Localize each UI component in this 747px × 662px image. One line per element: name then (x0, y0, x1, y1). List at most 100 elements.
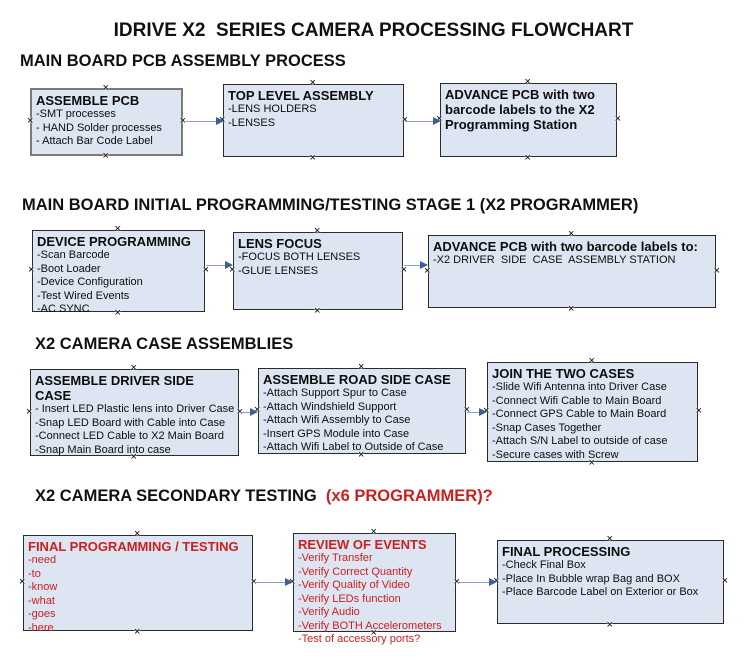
box-line: -SMT processes (36, 108, 116, 120)
box-line: -Attach Wifi Assembly to Case (263, 414, 411, 426)
box-lines: - Insert LED Plastic lens into Driver Ca… (35, 403, 235, 457)
box-lines: -Slide Wifi Antenna into Driver Case-Con… (492, 381, 692, 462)
box-lines: -Verify Transfer-Verify Correct Quantity… (298, 552, 450, 647)
section-heading-text: MAIN BOARD PCB ASSEMBLY PROCESS (20, 52, 346, 70)
connector-anchor-icon: × (400, 264, 407, 276)
flowchart-title: IDRIVE X2 SERIES CAMERA PROCESSING FLOWC… (113, 20, 634, 41)
flow-box-lens-focus: LENS FOCUS -FOCUS BOTH LENSES-GLUE LENSE… (229, 226, 407, 317)
flow-arrow (254, 578, 293, 586)
section-heading-case-assemblies: X2 CAMERA CASE ASSEMBLIES (35, 335, 293, 354)
flow-box-top-level-assembly: TOP LEVEL ASSEMBLY -LENS HOLDERS-LENSES … (219, 78, 408, 164)
connector-anchor-icon: × (28, 264, 35, 276)
flow-box-device-programming: DEVICE PROGRAMMING -Scan Barcode-Boot Lo… (28, 224, 209, 319)
flow-box-advance-pcb-programming-station: ADVANCE PCB with two barcode labels to t… (436, 77, 621, 164)
box-line: -what (28, 594, 55, 607)
connector-anchor-icon: × (130, 362, 137, 374)
connector-anchor-icon: × (102, 150, 109, 162)
connector-anchor-icon: × (401, 113, 408, 126)
connector-anchor-icon: × (614, 113, 621, 125)
box-title: FINAL PROCESSING (502, 544, 631, 559)
box-lines: -Scan Barcode-Boot Loader-Device Configu… (37, 249, 199, 317)
box-line: -LENSES (228, 116, 276, 129)
box-line: -X2 DRIVER SIDE CASE ASSEMBLY STATION (433, 254, 676, 266)
box-line: -Connect Wifi Cable to Main Board (492, 394, 662, 407)
box-line: -Attach S/N Label to outside of case (492, 435, 668, 447)
connector-anchor-icon: × (19, 576, 26, 588)
flow-box-assemble-driver-side-case: ASSEMBLE DRIVER SIDE CASE - Insert LED P… (26, 363, 243, 463)
box-line: -AC SYNC (37, 303, 90, 315)
box-lines: -Check Final Box-Place In Bubble wrap Ba… (502, 559, 718, 600)
box-line: -Test of accessory ports? (298, 633, 421, 645)
connector-anchor-icon: × (309, 152, 316, 164)
box-line: -Secure cases with Screw (492, 448, 619, 461)
connector-anchor-icon: × (314, 305, 321, 317)
section-heading-text: MAIN BOARD INITIAL PROGRAMMING/TESTING S… (22, 196, 639, 214)
flow-box-review-of-events: REVIEW OF EVENTS -Verify Transfer-Verify… (289, 527, 460, 646)
box-line: -Connect LED Cable to X2 Main Board (35, 430, 224, 442)
box-title: ASSEMBLE ROAD SIDE CASE (263, 372, 451, 387)
box-lines: -FOCUS BOTH LENSES-GLUE LENSES (238, 251, 397, 278)
connector-anchor-icon: × (309, 77, 316, 89)
flow-arrow (457, 578, 497, 586)
box-line: -Place In Bubble wrap Bag and BOX (502, 572, 680, 585)
box-line: -Connect GPS Cable to Main Board (492, 408, 667, 420)
box-line: -Test Wired Events (37, 289, 130, 302)
box-line: -Attach Windshield Support (263, 400, 397, 413)
box-title: DEVICE PROGRAMMING (37, 234, 191, 249)
flow-arrow (404, 261, 428, 269)
connector-anchor-icon: × (202, 264, 209, 276)
box-title: REVIEW OF EVENTS (298, 537, 427, 552)
section-heading-text: X2 CAMERA SECONDARY TESTING (35, 487, 322, 505)
box-line: -Attach Wifi Label to Outside of Case (263, 441, 444, 453)
box-line: -Verify Quality of Video (298, 579, 410, 591)
box-line: -Verify Correct Quantity (298, 565, 413, 578)
box-line: -Place Barcode Label on Exterior or Box (502, 586, 699, 598)
box-title: JOIN THE TWO CASES (492, 366, 635, 381)
box-title: ASSEMBLE PCB (36, 93, 140, 108)
connector-anchor-icon: × (26, 405, 33, 418)
connector-anchor-icon: × (606, 619, 613, 631)
flow-box-join-the-two-cases: JOIN THE TWO CASES -Slide Wifi Antenna i… (483, 356, 702, 469)
connector-anchor-icon: × (721, 575, 728, 587)
connector-anchor-icon: × (524, 76, 531, 88)
box-lines: -Attach Support Spur to Case-Attach Wind… (263, 387, 460, 455)
box-line: -Verify LEDs function (298, 592, 401, 605)
box-line: -Attach Support Spur to Case (263, 387, 407, 399)
box-lines: -SMT processes- HAND Solder processes- A… (36, 108, 176, 149)
box-line: -Scan Barcode (37, 249, 110, 261)
box-line: -Verify Transfer (298, 552, 373, 564)
box-lines: -need-to-know-what-goes-here (28, 554, 247, 635)
box-title: TOP LEVEL ASSEMBLY (228, 88, 374, 103)
connector-anchor-icon: × (588, 355, 595, 367)
box-lines: -X2 DRIVER SIDE CASE ASSEMBLY STATION (433, 254, 710, 268)
box-line: - Insert LED Plastic lens into Driver Ca… (35, 403, 235, 415)
box-line: -Boot Loader (37, 262, 101, 275)
flow-box-assemble-road-side-case: ASSEMBLE ROAD SIDE CASE -Attach Support … (254, 362, 470, 461)
flow-box-final-processing: FINAL PROCESSING -Check Final Box-Place … (493, 534, 728, 631)
box-lines: -LENS HOLDERS-LENSES (228, 103, 398, 130)
connector-anchor-icon: × (114, 223, 121, 235)
connector-anchor-icon: × (695, 405, 702, 417)
section-heading-text: X2 CAMERA CASE ASSEMBLIES (35, 335, 294, 353)
box-title: ASSEMBLE DRIVER SIDE CASE (35, 373, 194, 403)
box-title: LENS FOCUS (238, 236, 322, 251)
flow-box-advance-pcb-driver-side: ADVANCE PCB with two barcode labels to: … (424, 229, 720, 315)
flow-arrow (467, 408, 487, 416)
connector-anchor-icon: × (524, 152, 531, 164)
section-heading-initial-programming: MAIN BOARD INITIAL PROGRAMMING/TESTING S… (22, 196, 638, 215)
connector-anchor-icon: × (568, 228, 575, 240)
connector-anchor-icon: × (27, 115, 34, 127)
box-line: -goes (28, 608, 56, 620)
box-line: - Attach Bar Code Label (36, 135, 153, 147)
flow-box-assemble-pcb: ASSEMBLE PCB -SMT processes- HAND Solder… (27, 83, 186, 162)
box-line: -Verify Audio (298, 606, 360, 618)
flow-arrow (206, 261, 233, 269)
section-heading-secondary-testing: X2 CAMERA SECONDARY TESTING (x6 PROGRAMM… (35, 487, 493, 506)
box-line: -Slide Wifi Antenna into Driver Case (492, 381, 667, 393)
box-line: -FOCUS BOTH LENSES (238, 251, 361, 263)
box-line: -LENS HOLDERS (228, 103, 317, 115)
connector-anchor-icon: × (102, 82, 109, 94)
box-line: -Device Configuration (37, 276, 143, 288)
box-line: -Snap LED Board with Cable into Case (35, 416, 226, 429)
